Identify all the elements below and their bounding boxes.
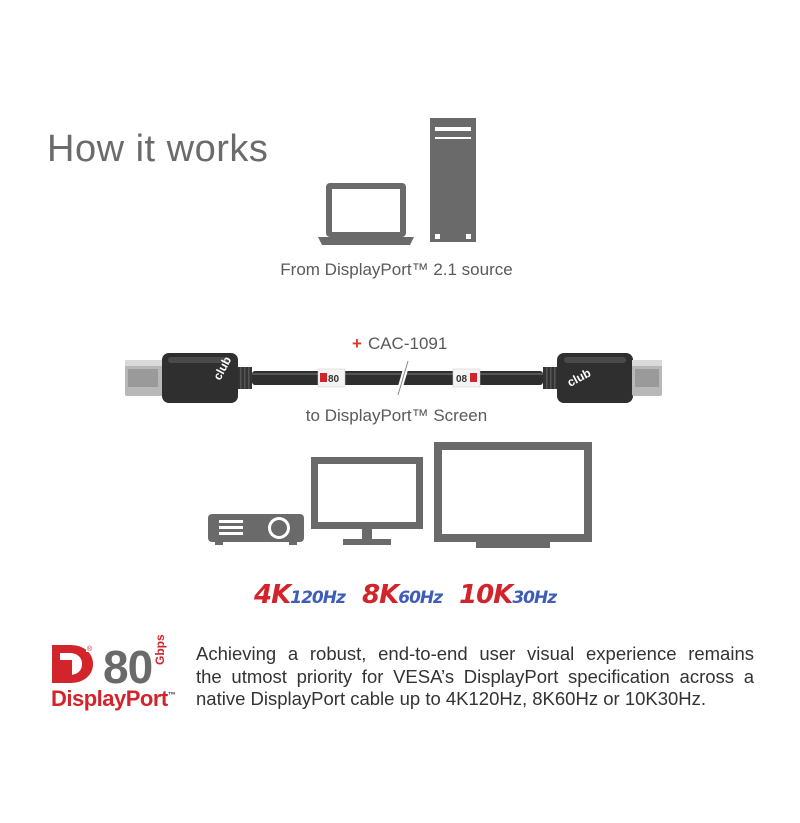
res-4k-big: 4K [254, 580, 291, 610]
resolution-8k60: 8K60Hz [362, 580, 443, 610]
target-label: to DisplayPort™ Screen [305, 406, 488, 425]
svg-text:®: ® [87, 645, 93, 653]
desktop-tower-icon [430, 118, 476, 242]
badge-tm: ™ [167, 690, 176, 700]
right-connector-housing [557, 353, 633, 403]
description: Achieving a robust, end-to-end user visu… [196, 643, 754, 711]
laptop-icon [318, 183, 414, 245]
model-number: CAC-1091 [367, 334, 448, 353]
tv-screen-icon [434, 442, 592, 548]
badge-word: DisplayPort™ [51, 686, 176, 712]
res-4k-small: 120Hz [290, 588, 346, 608]
plus-sign: + [352, 334, 362, 353]
left-connector-housing [162, 353, 238, 403]
projector-icon [208, 514, 304, 545]
description-line-3: native DisplayPort cable up to 4K120Hz, … [196, 688, 707, 709]
source-label: From DisplayPort™ 2.1 source [280, 260, 513, 279]
model-label: + CAC-1091 [352, 334, 447, 354]
displayport-cable: club 80 08 club [125, 353, 662, 403]
page-title: How it works [47, 128, 269, 170]
res-8k-small: 60Hz [398, 588, 443, 608]
source-devices [318, 118, 476, 245]
resolution-4k120: 4K120Hz [254, 580, 346, 610]
resolution-10k30: 10K30Hz [459, 580, 557, 610]
badge-number: 80 [103, 641, 153, 693]
badge-unit: Gbps [153, 634, 175, 665]
cable-tag-right-text: 08 [456, 374, 468, 385]
res-10k-big: 10K [459, 580, 513, 610]
target-displays [208, 442, 592, 548]
badge-word-text: DisplayPort [51, 686, 168, 711]
cable-tag-left-text: 80 [328, 374, 340, 385]
monitor-icon [311, 457, 423, 545]
badge-unit-text: Gbps [153, 634, 167, 665]
description-line-1: Achieving a robust, end-to-end user visu… [196, 643, 754, 664]
res-10k-small: 30Hz [512, 588, 557, 608]
description-line-2: the utmost priority for VESA’s DisplayPo… [196, 665, 754, 687]
displayport-d-logo-icon: ® [52, 644, 94, 683]
res-8k-big: 8K [362, 580, 399, 610]
